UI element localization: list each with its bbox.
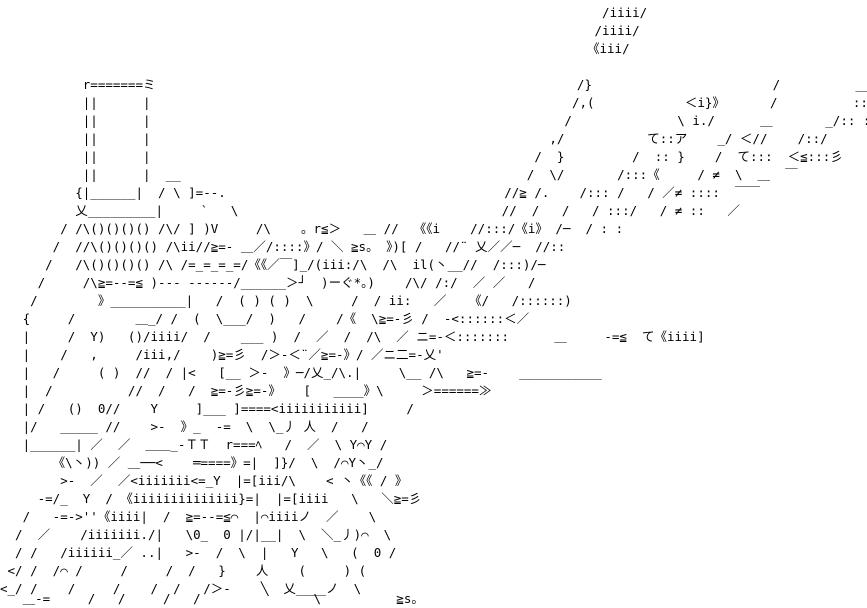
art-line-4: /\ [0, 59, 867, 74]
art-line-27: >‐ ／ ／<iiiiiii<=_Y |=[iii/\ < 丶《《 / 》 [0, 473, 408, 488]
art-line-26: 《\丶)) ／ ＿──< ═====》=| ]}/ \ /⌒Y丶_/ [0, 455, 384, 470]
art-line-3: 《iii/ [0, 41, 630, 56]
art-line-10: || | __ / \/ /:::《 / ≠ \ ＿ ￣ [0, 167, 798, 182]
art-line-8: || | ,/ て::ア _/ ＜// /::/ [0, 131, 828, 146]
art-line-1: /iiii/ [0, 5, 648, 20]
art-line-20: | / , /iii,/ )≧=彡 /＞‐＜¨／≧=-》/ ／ニ二=-乂' [0, 347, 527, 362]
art-line-23: | / () 0// Y ]___ ]====<iiiiiiiiiii] / [0, 401, 414, 416]
art-line-19: | / Y) ()/iiii/ / ___ ) / ／ / /\ ／ ニ=-＜:… [0, 329, 705, 344]
art-line-24: |/ _____ // >‐ 》_ -= \ \_丿 人 / / [0, 419, 369, 434]
art-line-17: / 》__________| / ( ) ( ) \ / / ii: ／ 《/ … [0, 293, 572, 308]
art-line-12: 乂_________| ` \ // / / / :::/ / ≠ :: ／ [0, 203, 740, 218]
art-line-33: <_/ / / / / / /＞‐ ╲ 乂____ノ \ [0, 581, 362, 596]
art-line-6: || | /,( ＜i}》 / ::::》/ [0, 95, 867, 110]
art-line-15: / /\()()()() /\ /=_=_=_=/《《／￣]_/(iii:/\ … [0, 257, 546, 272]
art-line-22: | / // / / ≧=-彡≧=-》 [ ____》\ ＞======≫ [0, 383, 492, 398]
art-line-11: {|______| / \ ]=--. //≧ /. /::: / / ／≠ :… [0, 185, 760, 200]
art-line-31: / / /iiiiii_／ ..| >‐ / \ | Y \ ( 0 / [0, 545, 397, 560]
art-line-9: || | / } / :: } / て::: ＜≦:::彡 [0, 149, 843, 164]
art-line-29: / -=‐>''《iiii| / ≧=--=≦⌒ |⌒iiiiノ ／ \ [0, 509, 377, 524]
art-line-25: |______| ／ ／ ＿＿_-ＴＴ r===ﾍ / ／ \ Y⌒Y / [0, 437, 388, 452]
art-line-30: / ／ /iiiiiii./| \0_ 0 |/|__| \ ＼_丿)⌒ \ [0, 527, 392, 542]
art-line-16: / /\≧=--=≦ )--- ------/______＞┘ )ーぐ*。) /… [0, 275, 536, 290]
art-line-32: </ / /⌒ / / / / } 人 ( ) ( [0, 563, 367, 578]
art-line-13: / /\()()()() /\/ ] )V /\ 。r≦＞ ＿ // 《《i /… [0, 221, 624, 236]
art-line-2: /iiii/ [0, 23, 640, 38]
art-line-5: r=======ミ /} / __＜iiiii》 [0, 77, 867, 92]
art-line-18: { / ＿_/ / ( \___/ ) / /《 \≧=-彡 / -<:::::… [0, 311, 530, 326]
art-line-7: || | / \ i./ ＿ _/:: : / [0, 113, 867, 128]
art-line-21: | / ( ) // / |< [__ ＞‐ 》─/乂_/\.| \__ /\ … [0, 365, 602, 380]
art-line-34: ＿-= / / / / \ ≧s。 [0, 591, 424, 606]
art-line-28: -=/_ Y / 《iiiiiiiiiiiiii}=| |=[iiii \ ＼≧… [0, 491, 422, 506]
art-line-14: / //\()()()() /\ii//≧=- ＿／/::::》/ ＼ ≧s。 … [0, 239, 566, 254]
